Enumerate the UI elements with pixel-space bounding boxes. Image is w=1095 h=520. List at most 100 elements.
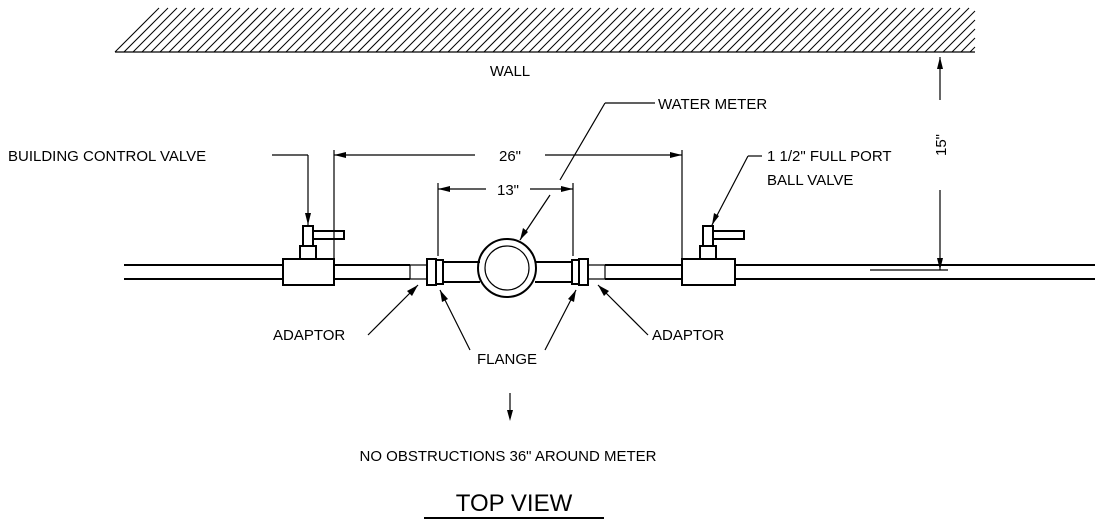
wall-hatch-line [159,7,205,53]
wall-hatch-line [177,7,223,53]
wall-hatch-line [969,46,976,53]
wall-hatch-line [618,7,664,53]
wall-hatch-line [240,7,286,53]
wall-hatch-line [465,7,511,53]
dimension-26 [333,150,683,258]
building-control-valve-symbol [282,225,345,286]
wall-hatch-line [195,7,241,53]
dimension-13 [437,183,574,256]
wall-hatch-line [258,7,304,53]
wall-hatch-line [141,7,187,53]
wall-hatch-line [852,7,898,53]
wall-hatch-line [204,7,250,53]
view-title: TOP VIEW [456,490,573,517]
wall-hatch-line [312,7,358,53]
wall-hatch-line [780,7,826,53]
water-meter [477,238,537,298]
wall-hatch-line [798,7,844,53]
wall-hatch-line [294,7,340,53]
wall-hatch-line [474,7,520,53]
wall-hatch-line [627,7,673,53]
wall-hatch-line [573,7,619,53]
wall-hatch-line [537,7,583,53]
wall-hatch-line [555,7,601,53]
wall-hatch-line [285,7,331,53]
full-port-valve-label-line1: 1 1/2" FULL PORT [767,148,892,165]
wall-hatch-line [123,7,169,53]
wall-hatch-line [384,7,430,53]
wall-hatch-line [672,7,718,53]
wall-hatch-line [330,7,376,53]
wall-hatch-line [231,7,277,53]
wall-hatch-line [645,7,691,53]
wall-hatch-line [348,7,394,53]
wall-hatch-line [807,7,853,53]
leader-adaptor-right [597,284,649,336]
leader-ball-valve [711,155,762,226]
wall-hatch-line [609,7,655,53]
wall-hatch-line [708,7,754,53]
wall-hatch-line [906,7,952,53]
dimension-15 [870,57,948,271]
wall-hatch-line [816,7,862,53]
clearance-note: NO OBSTRUCTIONS 36" AROUND METER [359,448,656,465]
wall-hatch-line [663,7,709,53]
wall-hatch-line [915,7,961,53]
wall-hatch-line [483,7,529,53]
wall-hatch-line [960,37,976,53]
flange-right [571,258,589,286]
wall-hatch-line [510,7,556,53]
flange-left [426,258,444,286]
dimension-13-label: 13" [497,182,519,199]
leader-flange [439,289,577,351]
main-pipe [124,264,1095,280]
wall-hatch-line [879,7,925,53]
wall-hatch-line [681,7,727,53]
wall-hatch-line [582,7,628,53]
wall-hatch-line [528,7,574,53]
wall-hatch-line [420,7,466,53]
wall-hatch-line [888,7,934,53]
wall-hatch-line [789,7,835,53]
wall-hatch-line [762,7,808,53]
leader-adaptor-left [367,284,419,336]
wall-hatch-line [735,7,781,53]
wall-hatch-line [726,7,772,53]
ball-valve-symbol [681,225,745,286]
wall-hatch-line [501,7,547,53]
wall-hatch-line [951,28,976,53]
wall-hatch-line [942,19,976,53]
dimension-15-label: 15" [933,134,950,156]
wall-hatch-line [168,7,214,53]
adaptor-left-body [409,264,428,280]
wall-hatch-line [564,7,610,53]
leader-building-control-valve [272,154,311,225]
wall-hatch-line [519,7,565,53]
leader-water-meter [519,102,655,241]
wall-hatch-line [546,7,592,53]
wall-hatch [114,7,976,53]
wall-hatch-line [411,7,457,53]
down-arrow-icon [507,393,513,421]
wall-hatch-line [429,7,475,53]
adaptor-right-label: ADAPTOR [652,327,724,344]
wall-hatch-line [753,7,799,53]
wall-hatch-line [933,10,976,53]
wall-hatch-line [870,7,916,53]
wall-hatch-line [366,7,412,53]
wall-hatch-line [132,7,178,53]
wall-label: WALL [490,63,530,80]
wall-hatch-line [114,7,160,53]
wall-hatch-line [690,7,736,53]
wall-hatch-line [213,7,259,53]
wall-hatch-line [276,7,322,53]
wall-hatch-line [303,7,349,53]
wall-hatch-line [357,7,403,53]
wall-hatch-line [654,7,700,53]
wall-hatch-line [402,7,448,53]
dimension-26-label: 26" [499,148,521,165]
wall-hatch-line [249,7,295,53]
meter-pipe [443,261,572,283]
adaptor-right-body [587,264,606,280]
